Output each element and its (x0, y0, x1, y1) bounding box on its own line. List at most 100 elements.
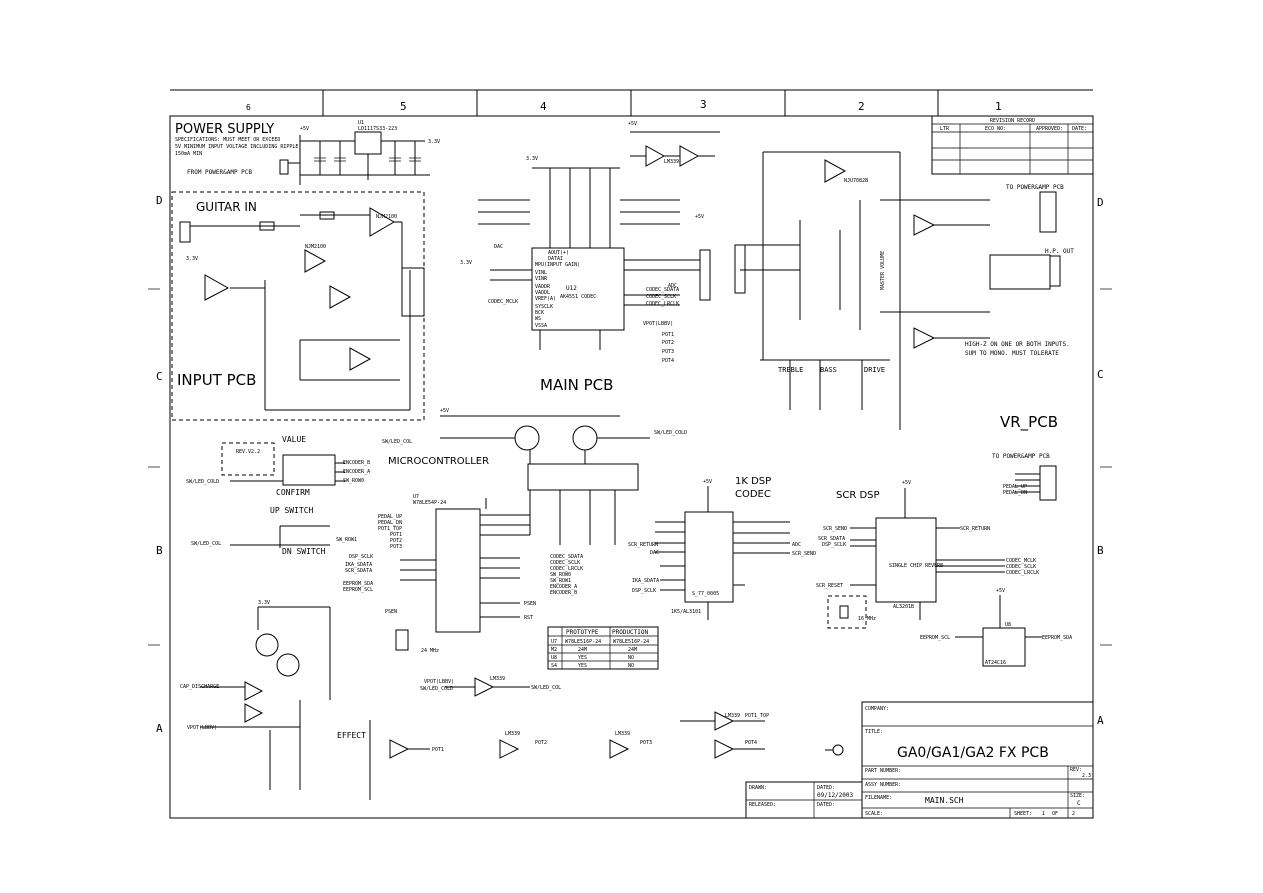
net-sw-led-cold-lower: SW/LED_COLD (420, 686, 453, 692)
scr-chip-line: SINGLE CHIP REVERB (889, 563, 943, 569)
u12-pin-10: WS (535, 316, 541, 322)
net-adc-dsp: ADC (792, 542, 801, 548)
net-codec-mclk-scr: CODEC_MCLK (1006, 558, 1036, 564)
net-psen-left: PSEN (385, 609, 397, 615)
net-5v-main: +5V (628, 121, 637, 127)
micro-transistors (440, 415, 650, 491)
size-label: SIZE: (1070, 793, 1085, 799)
codec-u12 (478, 167, 711, 350)
main-lm339-label: LM339 (664, 159, 679, 165)
u12-pin-8: SYSCLK (535, 304, 553, 310)
net-pot1-top-micro: POT1_TOP (378, 526, 402, 532)
dsp-codec-title-1: 1K DSP (735, 476, 771, 487)
net-sw-led-cold-encoder: SW/LED_COLD (186, 479, 219, 485)
u12-pin-5: VADDR (535, 284, 551, 290)
filename-label: FILENAME: (865, 795, 892, 801)
net-encoder-b-micro: ENCODER_B (550, 590, 577, 596)
net-sw-led-col-switch: SW/LED_COL (191, 541, 221, 547)
net-pot3-lower: POT3 (640, 740, 652, 746)
guitar-in-title: GUITAR IN (196, 200, 257, 214)
title-label: TITLE: (865, 729, 883, 735)
microcontroller-u7 (395, 490, 616, 651)
zone-label-c-left: C (156, 370, 163, 383)
sheet-label: SHEET: (1014, 811, 1032, 817)
proto-row-2-ref: U8 (551, 655, 557, 661)
u12-pin-labels: AOUT(+) DATAI MPU(INPUT GAIN) VINL VINR … (535, 250, 580, 329)
encoder-switches (230, 454, 345, 548)
u12-pin-7: VREF(A) (535, 296, 556, 302)
zone-label-6: 6 (246, 103, 251, 112)
zone-label-a-left: A (156, 722, 163, 735)
drawing-border (169, 115, 1094, 819)
zone-label-b-right: B (1097, 544, 1104, 557)
net-ika-sdata-dsp: IKA_SDATA (632, 578, 659, 584)
net-pot3-micro: POT3 (390, 544, 402, 550)
net-codec-lrclk-micro: CODEC_LRCLK (550, 566, 583, 572)
net-pot1-micro: POT1 (390, 532, 402, 538)
zone-label-2: 2 (858, 100, 865, 113)
to-power-amp-label-1: TO POWER&AMP PCB (1006, 184, 1064, 191)
input-pcb-title: INPUT PCB (177, 371, 256, 389)
part-number-label: PART NUMBER: (865, 768, 901, 774)
revision-title: REVISION RECORD (990, 118, 1035, 124)
filename-value: MAIN.SCH (925, 796, 964, 805)
mounting-mark (825, 744, 844, 756)
dated-2-label: DATED: (817, 802, 835, 808)
hiz-note-line-1: HIGH-Z ON ONE OR BOTH INPUTS. (965, 341, 1070, 348)
drive-label: DRIVE (864, 366, 885, 374)
net-encoder-a: ENCODER_A (343, 469, 370, 475)
net-pot4-main: POT4 (662, 358, 674, 364)
u7-part: W78LE54P-24 (413, 500, 446, 506)
net-codec-sclk-scr: CODEC_SCLK (1006, 564, 1036, 570)
power-supply-title: POWER SUPPLY (175, 122, 274, 137)
title-block (745, 701, 1094, 819)
net-dac-main: DAC (494, 244, 503, 250)
u8-part: AT24C16 (985, 660, 1006, 666)
net-adc-main: ADC (668, 283, 677, 289)
zone-label-a-right: A (1097, 714, 1104, 727)
proto-row-1-proto: 24M (578, 647, 587, 653)
dated-label: DATED: (817, 785, 835, 791)
zone-label-1: 1 (995, 100, 1002, 113)
power-spec-line-2: 5V MINIMUM INPUT VOLTAGE INCLUDING RIPPL… (175, 144, 298, 150)
lm339-lower-4: LM339 (725, 713, 740, 719)
crystal-16mhz: 16 MHz (858, 616, 876, 622)
net-codec-sdata-main: CODEC_SDATA (646, 287, 679, 293)
proto-row-3-ref: S4 (551, 663, 557, 669)
u12-pin-4: VINR (535, 276, 548, 282)
master-volume-label: MASTER VOLUME (880, 251, 886, 290)
released-label: RELEASED: (749, 802, 776, 808)
net-encoder-a-micro: ENCODER_A (550, 584, 577, 590)
net-pot1-lower: POT1 (432, 747, 444, 753)
net-encoder-b: ENCODER_B (343, 460, 370, 466)
net-codec-lrclk-scr: CODEC_LRCLK (1006, 570, 1039, 576)
net-sw-led-col-micro: SW/LED_COL (382, 439, 412, 445)
net-vpot-left: VPOT(LBBV) (187, 725, 217, 731)
revision-header-date: DATE: (1072, 126, 1087, 132)
net-codec-sclk-micro: CODEC_SCLK (550, 560, 580, 566)
net-eeprom-scl-u8: EEPROM_SCL (920, 635, 950, 641)
sheet-total: 2 (1072, 811, 1075, 817)
net-codec-mclk-main: CODEC_MCLK (488, 299, 518, 305)
net-dsp-sclk-dsp: DSP_SCLK (632, 588, 656, 594)
proto-row-3-proto: YES (578, 663, 587, 669)
revision-header-ltr: LTR (940, 126, 950, 132)
rev-label-tb: REV: (1070, 767, 1082, 773)
microcontroller-title: MICROCONTROLLER (388, 456, 489, 467)
sheet-number: 1 (1042, 811, 1045, 817)
to-power-amp-label-2: TO POWER&AMP PCB (992, 453, 1050, 460)
net-sw-row1: SW_ROW1 (336, 537, 357, 543)
net-scr-return-scr: SCR_RETURN (960, 526, 990, 532)
u1-ref: U1 (358, 120, 364, 126)
net-codec-sclk-main: CODEC_SCLK (646, 294, 676, 300)
vr-pcb-title: VR_PCB (1000, 413, 1058, 432)
power-supply-circuit (279, 131, 430, 185)
net-cap-discharge: CAP_DISCHARGE (180, 684, 219, 690)
input-opamp-label-2: NJM2100 (305, 244, 326, 250)
net-scr-send-dsp: SCR_SEND (792, 551, 816, 557)
u1-part: LD1117S33-223 (358, 126, 397, 132)
dn-switch-label: DN SWITCH (282, 547, 326, 556)
net-pot1-main: POT1 (662, 332, 674, 338)
hiz-note-line-2: SUM TO MONO. MUST TOLERATE (965, 350, 1059, 357)
